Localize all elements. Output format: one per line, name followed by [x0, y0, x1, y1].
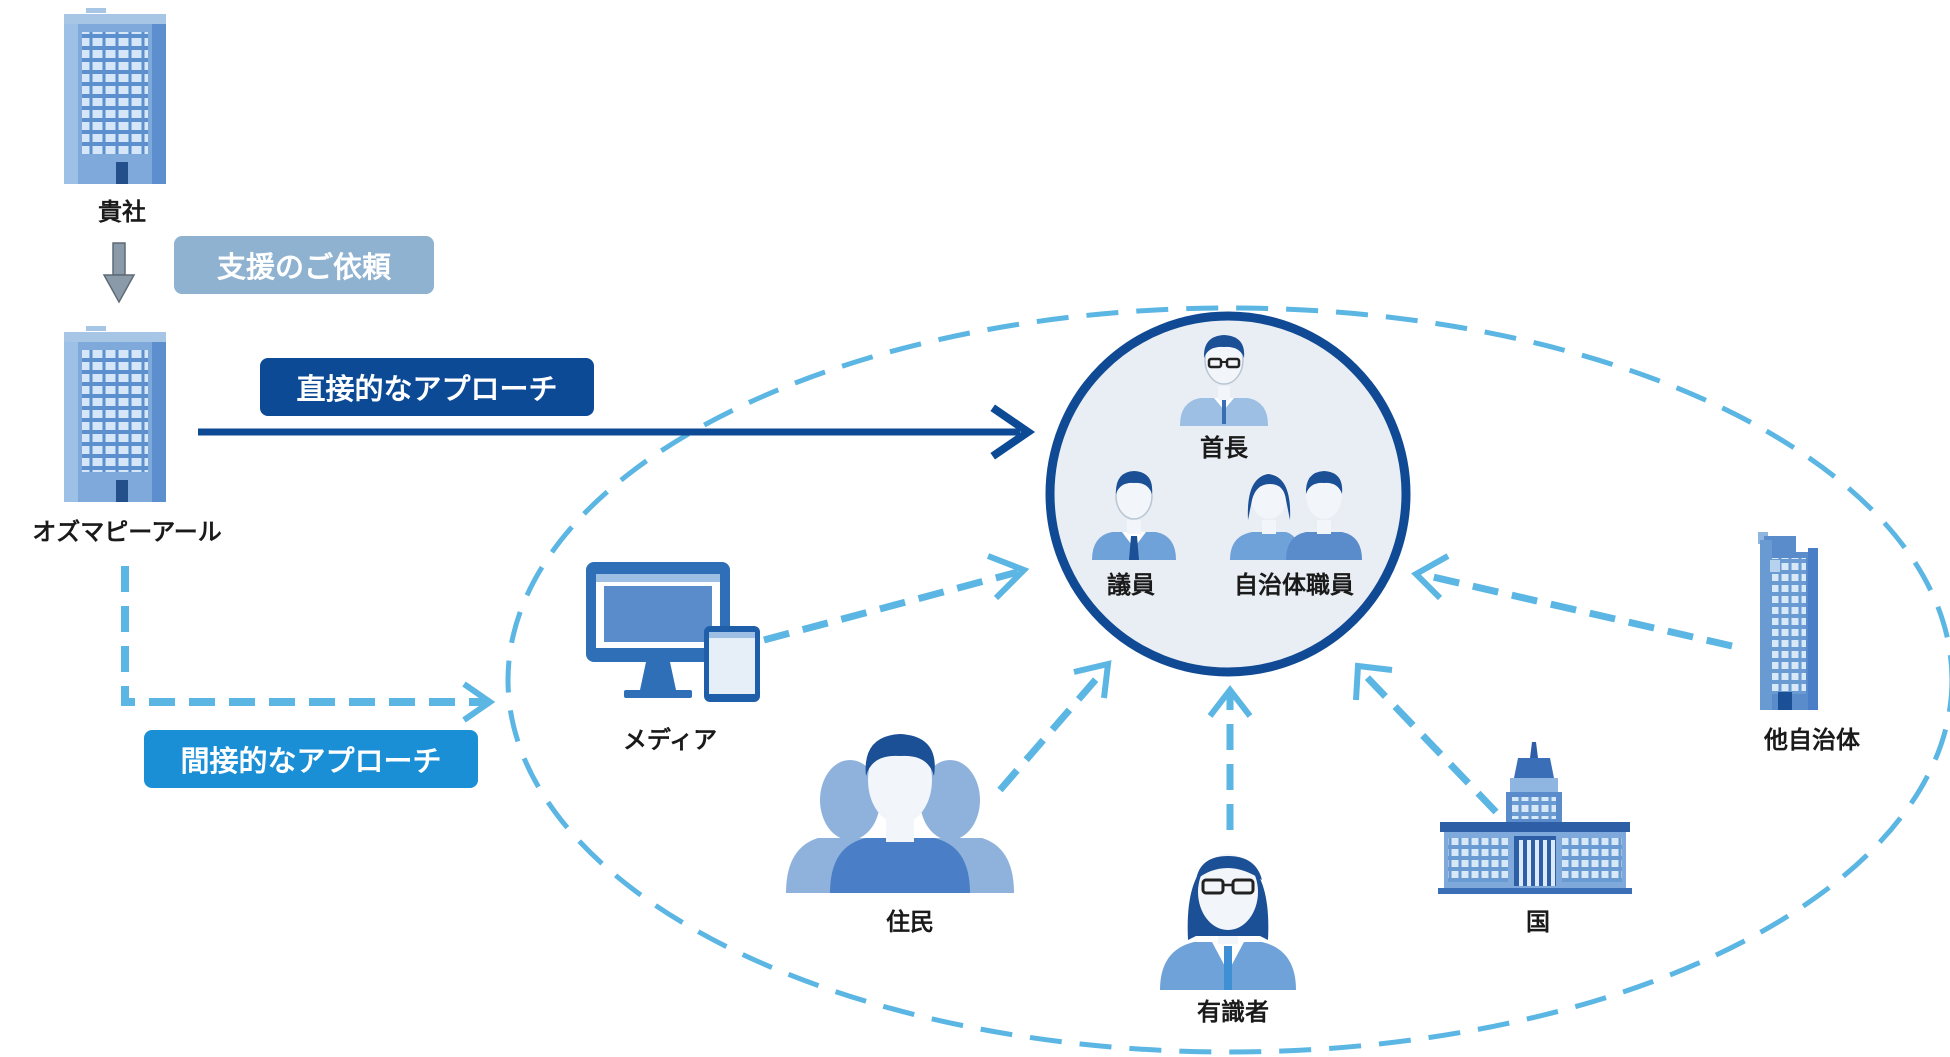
municipal-staff-icon: [1230, 471, 1362, 560]
request-arrow-icon: [102, 242, 136, 304]
network-boundary: [505, 305, 1950, 1055]
other-municipality-building-icon: [1758, 532, 1818, 710]
other-municipality-label: 他自治体: [1764, 726, 1860, 754]
core-circle: [1045, 311, 1411, 677]
direct-approach-pill: 直接的なアプローチ: [260, 358, 594, 416]
municipal-staff-label: 自治体職員: [1234, 571, 1354, 599]
client-company-label: 貴社: [98, 198, 146, 226]
ozma-building-icon: [64, 326, 166, 502]
media-label: メディア: [622, 726, 718, 754]
support-request-pill: 支援のご依頼: [174, 236, 434, 294]
residents-arrow: [997, 660, 1112, 793]
mayor-label: 首長: [1200, 434, 1248, 462]
councilor-label: 議員: [1107, 571, 1155, 599]
mayor-icon: [1180, 335, 1268, 426]
nation-arrow: [1353, 662, 1499, 815]
nation-label: 国: [1526, 908, 1550, 936]
media-monitor-icon: [586, 562, 760, 702]
national-diet-building-icon: [1438, 742, 1632, 894]
ozma-label: オズマピーアール: [32, 518, 222, 546]
indirect-approach-pill: 間接的なアプローチ: [144, 730, 478, 788]
media-arrow: [763, 553, 1030, 644]
expert-icon: [1160, 854, 1296, 990]
residents-label: 住民: [886, 908, 934, 936]
expert-arrow: [1207, 685, 1253, 830]
indirect-approach-arrow: [121, 566, 496, 723]
other-municipality-arrow: [1411, 553, 1733, 650]
residents-icon: [786, 734, 1014, 893]
councilor-icon: [1092, 471, 1176, 560]
direct-approach-arrow: [198, 404, 1036, 460]
expert-label: 有識者: [1197, 998, 1269, 1026]
client-company-building-icon: [64, 8, 166, 184]
